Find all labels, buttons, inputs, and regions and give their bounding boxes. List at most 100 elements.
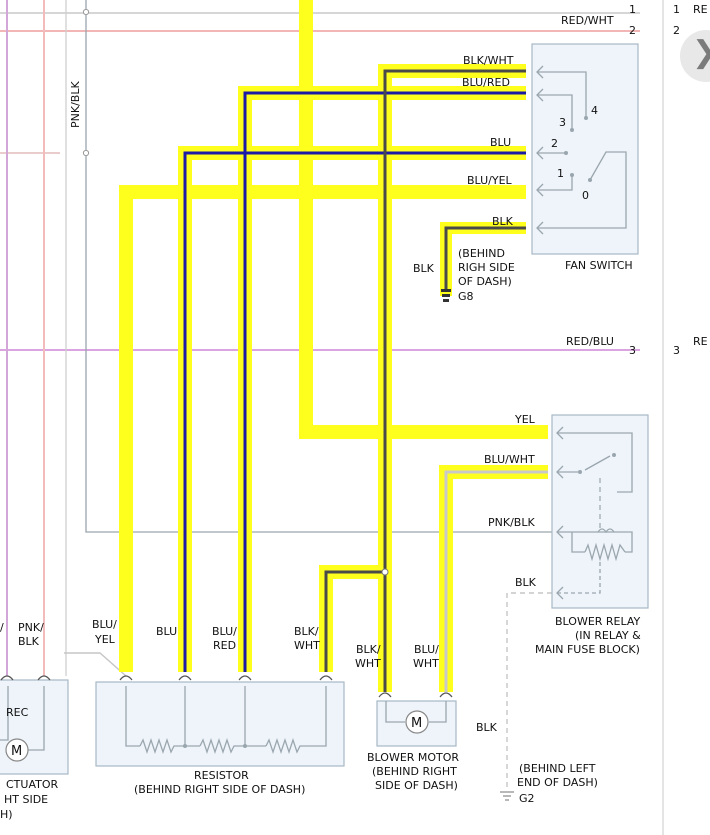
label-blk-relay: BLK — [515, 576, 537, 589]
fan-ground-note-3: OF DASH) — [458, 275, 512, 288]
junction-dot — [243, 744, 247, 748]
relay-internal — [557, 432, 633, 493]
background-wires — [0, 0, 664, 835]
connector-chevrons — [0, 675, 453, 698]
contact-dot — [584, 116, 588, 120]
fan-internal — [537, 175, 573, 191]
edge-pin-1: 1 — [673, 3, 680, 16]
fan-switch-label: FAN SWITCH — [565, 259, 633, 272]
actuator: M REC CTUATOR HT SIDE H) / PNK/ BLK — [0, 621, 69, 821]
blower-relay-label-3: MAIN FUSE BLOCK) — [535, 643, 640, 656]
resistor-box — [95, 681, 345, 767]
g2-note-2: END OF DASH) — [517, 776, 598, 789]
motor-icon — [405, 710, 429, 734]
resistor-element — [265, 686, 327, 755]
motor-symbol: M — [411, 716, 422, 731]
ground-g8 — [441, 289, 451, 302]
fan-internal — [537, 94, 573, 130]
wire-blu-core — [183, 151, 526, 672]
relay-internal — [557, 558, 601, 594]
label-pnk-blk-vertical: PNK/BLK — [69, 81, 82, 128]
blower-motor-label-1: BLOWER MOTOR — [367, 751, 459, 764]
fan-switch: 4 3 2 1 0 FAN SWITCH — [531, 43, 639, 272]
relay-contact — [584, 455, 611, 471]
fan-switch-box — [531, 43, 639, 255]
label-red-blu: RED/BLU — [566, 335, 614, 348]
pin-row2: 2 — [629, 24, 636, 37]
fan-switch-contact — [537, 151, 627, 229]
fan-ground-id: G8 — [458, 290, 474, 303]
wire-blu-red-core — [243, 91, 526, 672]
edge-label-re1: RE — [693, 3, 708, 16]
splice-dot — [381, 568, 389, 576]
contact-dot — [578, 470, 582, 474]
resistor-label-2: (BEHIND RIGHT SIDE OF DASH) — [134, 783, 305, 796]
wire-cores — [183, 69, 548, 692]
actuator-motor-symbol: M — [11, 744, 22, 759]
label-yel: YEL — [514, 413, 536, 426]
edge-label-re3: RE — [693, 335, 708, 348]
contact-dot — [612, 453, 616, 457]
actuator-box — [0, 679, 69, 775]
wire-blk-fan-core — [444, 226, 526, 292]
wire-blk-wht-highlight — [378, 64, 526, 692]
motor-internal — [429, 701, 447, 723]
resistor-pin-blk-wht-a: BLK/ — [294, 625, 319, 638]
wire-yel-highlight — [299, 0, 548, 439]
edge-pin-3: 3 — [673, 344, 680, 357]
fan-pin-0: 0 — [582, 189, 589, 202]
actuator-internal — [0, 686, 9, 741]
wire-labels: RED/WHT 1 2 RED/BLU 3 BLK/WHT BLU/RED BL… — [69, 3, 708, 805]
wire-blu-wht-core — [444, 470, 548, 692]
blower-relay: BLOWER RELAY (IN RELAY & MAIN FUSE BLOCK… — [535, 414, 649, 656]
actuator-motor-icon — [5, 738, 29, 762]
splice-dot — [82, 149, 90, 157]
pin-row3: 3 — [629, 344, 636, 357]
actuator-pin-label-2a: PNK/ — [18, 621, 44, 634]
label-blk-fan: BLK — [492, 215, 514, 228]
actuator-label-2: HT SIDE — [4, 793, 48, 806]
wire-blk-g2 — [506, 592, 552, 790]
actuator-pin-label-1: / — [0, 621, 4, 634]
g2-id: G2 — [519, 792, 535, 805]
contact-dot — [564, 151, 568, 155]
label-blk-left: BLK — [413, 262, 435, 275]
fan-internal — [537, 71, 587, 118]
resistor-element — [139, 737, 200, 755]
relay-internal — [557, 531, 633, 553]
highlighted-wires — [119, 0, 548, 692]
actuator-pin-label-2b: BLK — [18, 635, 40, 648]
blower-motor: M BLOWER MOTOR (BEHIND RIGHT SIDE OF DAS… — [367, 700, 459, 792]
motor-pin-blk-wht-b: WHT — [355, 657, 381, 670]
resistor-element — [199, 737, 266, 755]
motor-pin-blu-wht-b: WHT — [413, 657, 439, 670]
resistor-pin-blu-yel-b: YEL — [94, 633, 116, 646]
contact-dot — [570, 128, 574, 132]
fan-pin-2: 2 — [551, 137, 558, 150]
actuator-internal — [28, 686, 45, 751]
resistor-internal — [125, 686, 140, 747]
resistor-pin-blk-wht-b: WHT — [294, 639, 320, 652]
contact-dot — [588, 178, 592, 182]
actuator-rec-label: REC — [6, 706, 29, 719]
motor-pin-blk-wht-a: BLK/ — [356, 643, 381, 656]
splice-dot — [82, 8, 90, 16]
relay-coil — [584, 542, 626, 562]
ground-g8-icon — [441, 289, 451, 292]
wire-blk-wht-resistor-core — [324, 570, 385, 672]
pin-row1: 1 — [629, 3, 636, 16]
junction-dot — [183, 744, 187, 748]
blower-relay-label-2: (IN RELAY & — [575, 629, 641, 642]
fan-pin-3: 3 — [559, 116, 566, 129]
label-blk-g2: BLK — [476, 721, 498, 734]
blower-motor-label-3: SIDE OF DASH) — [375, 779, 458, 792]
label-red-wht: RED/WHT — [561, 14, 614, 27]
label-blu-wht-relay: BLU/WHT — [484, 453, 535, 466]
wire-pnk-blk — [85, 0, 552, 533]
label-blu-top: BLU — [490, 136, 511, 149]
wire-blu-yel-highlight — [119, 185, 526, 672]
resistor-pin-blu-red-b: RED — [213, 639, 236, 652]
fan-pin-1: 1 — [557, 167, 564, 180]
actuator-label-1: CTUATOR — [6, 778, 58, 791]
